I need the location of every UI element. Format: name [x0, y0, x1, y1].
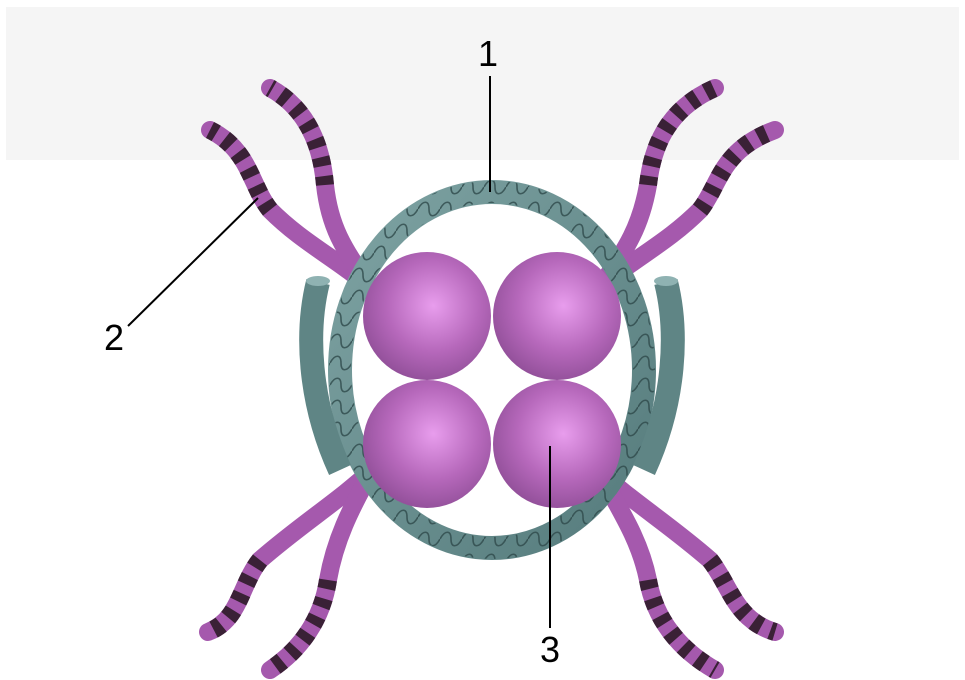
histone-sphere	[363, 252, 491, 380]
histone-sphere	[493, 252, 621, 380]
callout-label-1: 1	[478, 36, 498, 72]
histone-tail	[270, 470, 372, 670]
histone-tail	[208, 470, 372, 632]
histone-tails	[208, 88, 775, 670]
histone-core	[363, 252, 621, 508]
histone-sphere	[493, 380, 621, 508]
leader-line-2	[128, 198, 258, 326]
histone-tail	[598, 470, 715, 670]
callout-label-2: 2	[104, 320, 124, 356]
dna-end-cap-left	[306, 276, 330, 286]
callout-label-3: 3	[540, 632, 560, 668]
histone-sphere	[363, 380, 491, 508]
dna-end-cap-right	[654, 276, 678, 286]
